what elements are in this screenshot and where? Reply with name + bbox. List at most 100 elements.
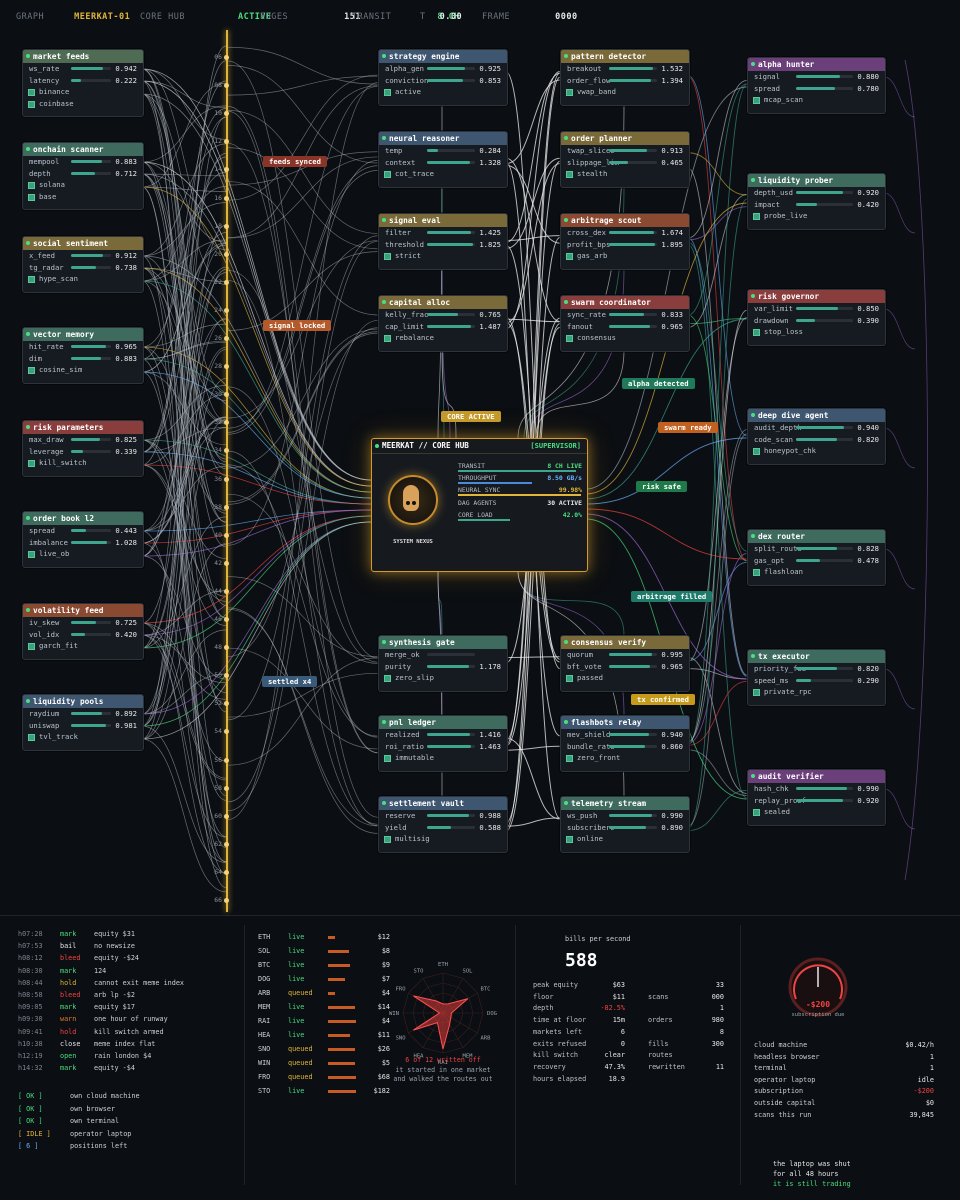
checkbox-icon[interactable]: [384, 755, 391, 762]
checkbox-icon[interactable]: [384, 335, 391, 342]
checkbox-icon[interactable]: [28, 551, 35, 558]
metric-bar: [71, 723, 111, 727]
metric-label: dim: [29, 353, 42, 363]
flag-row: flashloan: [748, 566, 885, 578]
graph-edge: [687, 429, 748, 743]
checkbox-icon[interactable]: [566, 335, 573, 342]
graph-edge: [141, 272, 227, 624]
bottom-panel: [0, 915, 960, 1200]
core-hub[interactable]: MEERKAT // CORE HUB [SUPERVISOR] SYSTEM …: [371, 438, 588, 572]
checkbox-icon[interactable]: [384, 675, 391, 682]
checkbox-icon[interactable]: [384, 253, 391, 260]
checkbox-icon[interactable]: [28, 276, 35, 283]
checkbox-icon[interactable]: [753, 97, 760, 104]
checkbox-icon[interactable]: [566, 171, 573, 178]
checkbox-icon[interactable]: [566, 253, 573, 260]
checkbox-icon[interactable]: [28, 89, 35, 96]
checkbox-icon[interactable]: [28, 734, 35, 741]
checkbox-icon[interactable]: [566, 89, 573, 96]
checkbox-icon[interactable]: [566, 755, 573, 762]
metric-value: 1.674: [661, 228, 683, 237]
metric-bar-fill: [71, 632, 86, 636]
checkbox-icon[interactable]: [28, 367, 35, 374]
flag-row: coinbase: [23, 98, 143, 110]
stat-label: hours elapsed: [533, 1074, 587, 1083]
stat-label: fills: [648, 1039, 669, 1048]
log-message: arb lp -$2: [94, 991, 135, 1000]
checkbox-icon[interactable]: [384, 836, 391, 843]
log-status: open: [60, 1052, 77, 1061]
checkbox-icon[interactable]: [28, 100, 35, 108]
metric-bar-fill: [609, 814, 653, 817]
checkbox-icon[interactable]: [384, 171, 391, 178]
checkbox-icon[interactable]: [753, 689, 760, 696]
log-message: no newsize: [94, 942, 135, 951]
hub-metric-label: DAG AGENTS: [458, 498, 497, 507]
asset-value: $14: [377, 1003, 390, 1011]
checkbox-icon[interactable]: [28, 460, 35, 467]
checkbox-icon[interactable]: [753, 448, 760, 455]
asset-value: $11: [377, 1031, 390, 1039]
checkbox-icon[interactable]: [566, 836, 573, 843]
timeline-tick-dot: [224, 167, 229, 173]
checkbox-icon[interactable]: [753, 213, 760, 220]
checkbox-icon[interactable]: [753, 329, 760, 336]
asset-value: $9: [381, 961, 390, 969]
metric-bar: [796, 307, 853, 310]
checkbox-icon[interactable]: [28, 643, 35, 650]
event-tag: arbitrage filled: [631, 591, 713, 602]
checkbox-icon[interactable]: [566, 675, 573, 682]
metric-value: 0.284: [479, 146, 501, 155]
metric-value: 0.965: [115, 342, 137, 351]
gauge-label: subscription due: [791, 1012, 845, 1018]
stat-value: 33 000: [711, 981, 724, 1001]
checkbox-icon[interactable]: [28, 193, 35, 201]
checkbox-icon[interactable]: [384, 89, 391, 96]
metric-value: 0.860: [661, 741, 683, 751]
timeline-tick-label: 66: [214, 896, 222, 904]
status-key: EDGES: [260, 12, 289, 22]
metric-bar-fill: [609, 664, 651, 668]
checkbox-icon[interactable]: [28, 182, 35, 189]
checkbox-icon[interactable]: [753, 809, 760, 816]
metric-label: merge_ok: [385, 650, 420, 659]
graph-edge: [227, 109, 379, 234]
metric-value: 0.925: [479, 64, 501, 73]
system-badge: [ 6 ]: [18, 1142, 39, 1150]
checkbox-icon[interactable]: [753, 569, 760, 576]
